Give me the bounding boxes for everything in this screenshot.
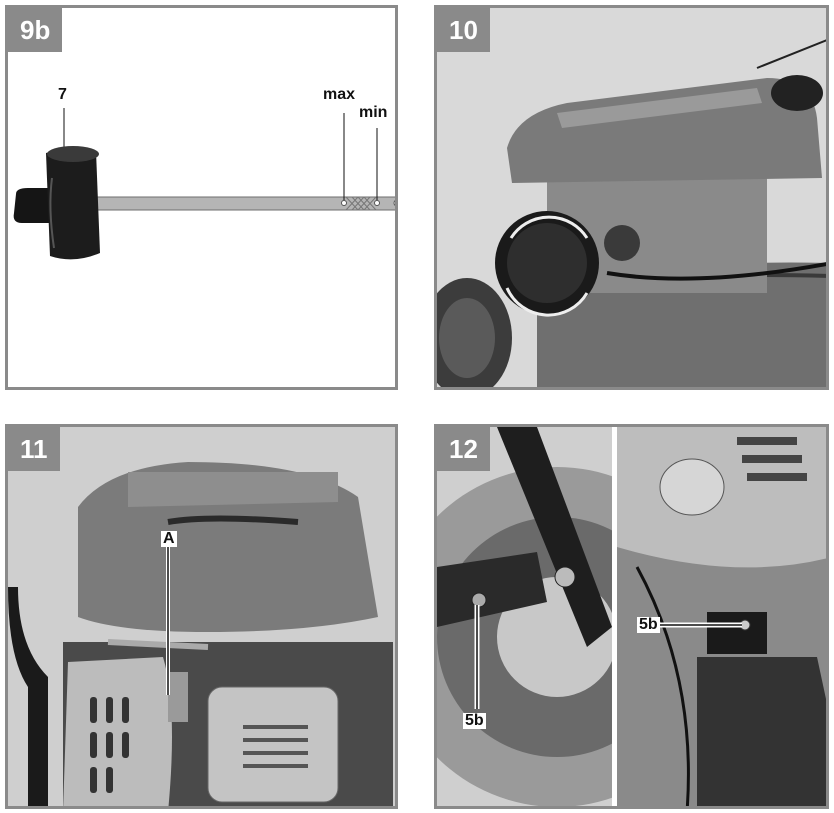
label-5b-left: 5b (463, 713, 486, 729)
figure-number-9b: 9b (8, 8, 62, 52)
figure-number-11: 11 (8, 427, 60, 471)
dipstick-illustration (8, 8, 398, 390)
label-a: A (161, 531, 177, 547)
engine-front-photo (8, 427, 398, 809)
label-min: min (359, 104, 387, 122)
figure-10: 10 (434, 5, 829, 390)
figure-9b: 9b 7 max min (5, 5, 398, 390)
figure-number-12: 12 (437, 427, 490, 471)
figure-number-10: 10 (437, 8, 490, 52)
blade-mount-photos (437, 427, 829, 809)
label-max: max (323, 86, 355, 104)
label-5b-right: 5b (637, 617, 660, 633)
label-cap-7: 7 (58, 86, 67, 104)
figure-12: 12 5b 5b (434, 424, 829, 809)
figure-11: 11 A (5, 424, 398, 809)
engine-side-photo (437, 8, 829, 390)
